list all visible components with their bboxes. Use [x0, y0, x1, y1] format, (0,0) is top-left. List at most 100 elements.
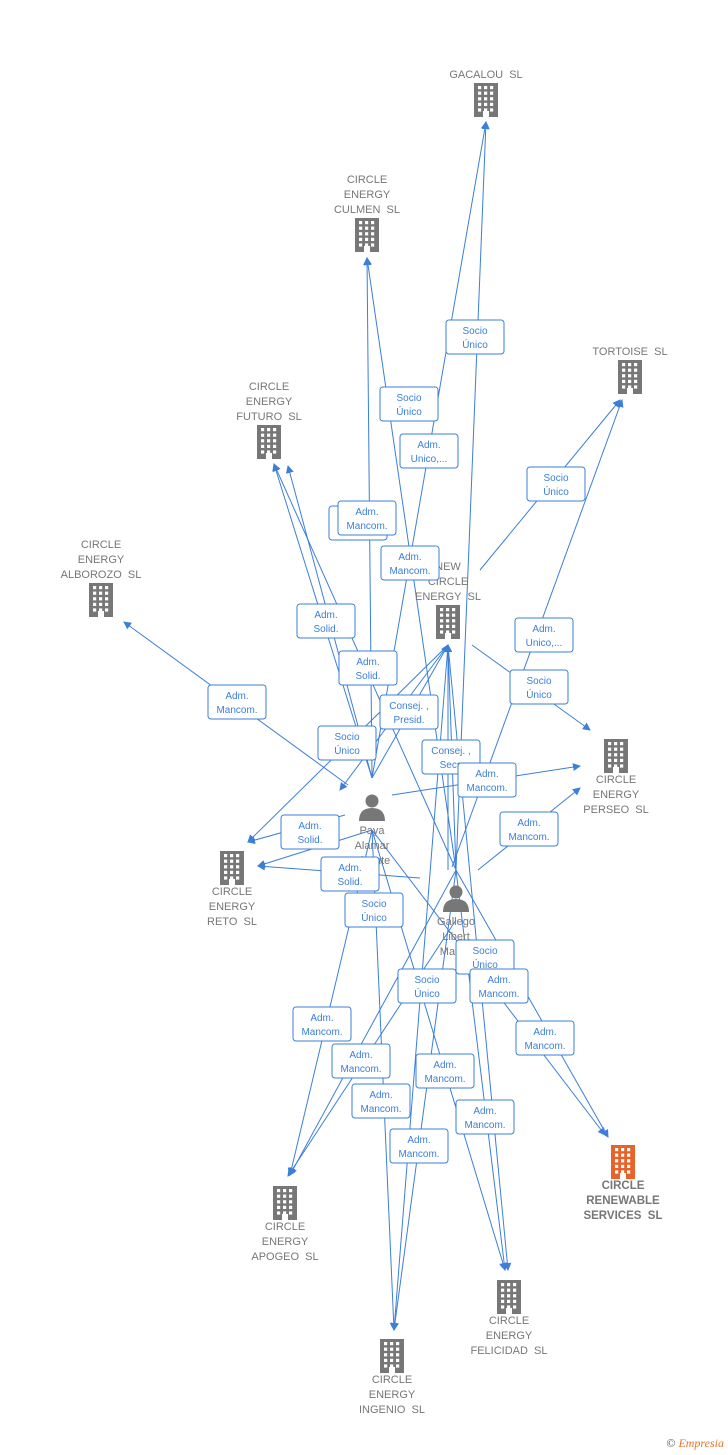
node-label: FUTURO SL — [236, 411, 301, 423]
edge-label-text: Único — [361, 911, 387, 924]
edge-label-text: Mancom. — [524, 1041, 565, 1052]
edge-label-text: Socio — [334, 732, 359, 743]
node-label: TORTOISE SL — [592, 346, 667, 358]
edge-label[interactable]: Adm. Mancom. — [415, 1053, 475, 1089]
edge-label-text: Mancom. — [301, 1027, 342, 1038]
footer: © Empresia — [666, 1436, 724, 1451]
edge-label-text: Mancom. — [508, 832, 549, 843]
edge-label-text: Socio — [472, 946, 497, 957]
person-node-paya[interactable]: PayaAlamarVicente — [354, 794, 391, 868]
node-label: PERSEO SL — [583, 804, 648, 816]
edge-label-text: Único — [543, 485, 569, 498]
edge-label[interactable]: Adm. Mancom. — [207, 684, 267, 720]
edge-label-text: Adm. — [433, 1060, 456, 1071]
edge-label[interactable]: Adm.Mancom. — [455, 1099, 515, 1135]
edge-label-text: Adm. — [407, 1135, 430, 1146]
node-label: SERVICES SL — [583, 1210, 662, 1222]
node-label: ENERGY — [593, 789, 640, 801]
node-label: Paya — [359, 825, 385, 837]
edge-label-text: Socio — [462, 326, 487, 337]
edge-label-text: Mancom. — [478, 989, 519, 1000]
node-label: Alamar — [355, 840, 390, 852]
edge-line — [455, 869, 509, 1271]
node-label: CIRCLE — [489, 1315, 529, 1327]
edge-label[interactable]: Adm.Solid. — [338, 650, 398, 686]
edge-label[interactable]: Adm. Solid. — [296, 603, 356, 639]
building-icon — [380, 1339, 404, 1373]
edge-label-text: Adm. — [314, 610, 337, 621]
edge-label-text: Mancom. — [424, 1074, 465, 1085]
edge-label[interactable]: Adm.Mancom. — [469, 968, 529, 1004]
building-icon — [604, 739, 628, 773]
company-node-tortoise[interactable]: TORTOISE SL — [592, 346, 668, 394]
node-label: ENERGY — [344, 189, 391, 201]
edge-label-text: Unico,... — [411, 454, 448, 465]
building-icon — [436, 605, 460, 639]
edge-label[interactable]: Adm.Mancom. — [351, 1083, 411, 1119]
edge-label-text: Consej. , — [431, 746, 470, 757]
brand-logo[interactable]: Empresia — [678, 1436, 724, 1450]
node-label: ENERGY — [262, 1236, 309, 1248]
node-label: ENERGY — [209, 901, 256, 913]
edge-label[interactable]: Adm. Mancom. — [499, 811, 559, 847]
edge-label-text: Mancom. — [216, 705, 257, 716]
edge-label[interactable]: Adm. Mancom. — [389, 1128, 449, 1164]
node-label: RETO SL — [207, 916, 257, 928]
edge-label-text: Mancom. — [360, 1104, 401, 1115]
edge-label[interactable]: Adm.Unico,... — [514, 617, 574, 653]
edge-label[interactable]: Adm.Mancom. — [331, 1043, 391, 1079]
edge-label-text: Socio — [361, 899, 386, 910]
edge-label[interactable]: Adm.Mancom. — [380, 545, 440, 581]
edge-label-text: Adm. — [356, 657, 379, 668]
edge-label[interactable]: Adm.Mancom. — [457, 762, 517, 798]
edge-label[interactable]: Adm. Solid. — [280, 814, 340, 850]
building-icon — [611, 1145, 635, 1179]
edge-label[interactable]: Adm.Mancom. — [337, 500, 397, 536]
edge-label-text: Mancom. — [398, 1149, 439, 1160]
edge-label-text: Adm. — [298, 821, 321, 832]
edge-label-text: Único — [334, 744, 360, 757]
edge-label-text: Adm. — [473, 1106, 496, 1117]
building-icon — [257, 425, 281, 459]
edge-label-text: Mancom. — [346, 521, 387, 532]
edge-label-text: Socio — [414, 975, 439, 986]
edge-label-text: Adm. — [225, 691, 248, 702]
edge-label-text: Solid. — [337, 877, 362, 888]
edge-label[interactable]: Adm.Solid. — [320, 856, 380, 892]
building-icon — [89, 583, 113, 617]
node-label: CULMEN SL — [334, 204, 400, 216]
edge-label-text: Socio — [396, 393, 421, 404]
edge-label-text: Adm. — [532, 624, 555, 635]
edge-label-text: Presid. — [393, 715, 424, 726]
edge-label-text: Adm. — [517, 818, 540, 829]
company-node-gacalou[interactable]: GACALOU SL — [449, 69, 523, 117]
edge-label-text: Solid. — [297, 835, 322, 846]
node-label: ENERGY — [246, 396, 293, 408]
edge-label[interactable]: Adm.Mancom. — [292, 1006, 352, 1042]
node-label: ALBOROZO SL — [61, 569, 142, 581]
edge-label[interactable]: Adm.Mancom. — [515, 1020, 575, 1056]
edge-label[interactable]: Adm.Unico,... — [399, 433, 459, 469]
node-label: ENERGY SL — [415, 591, 481, 603]
edge-label[interactable]: Consej. ,Presid. — [379, 694, 439, 730]
edge-line — [390, 869, 457, 1331]
edge-label-text: Solid. — [313, 624, 338, 635]
